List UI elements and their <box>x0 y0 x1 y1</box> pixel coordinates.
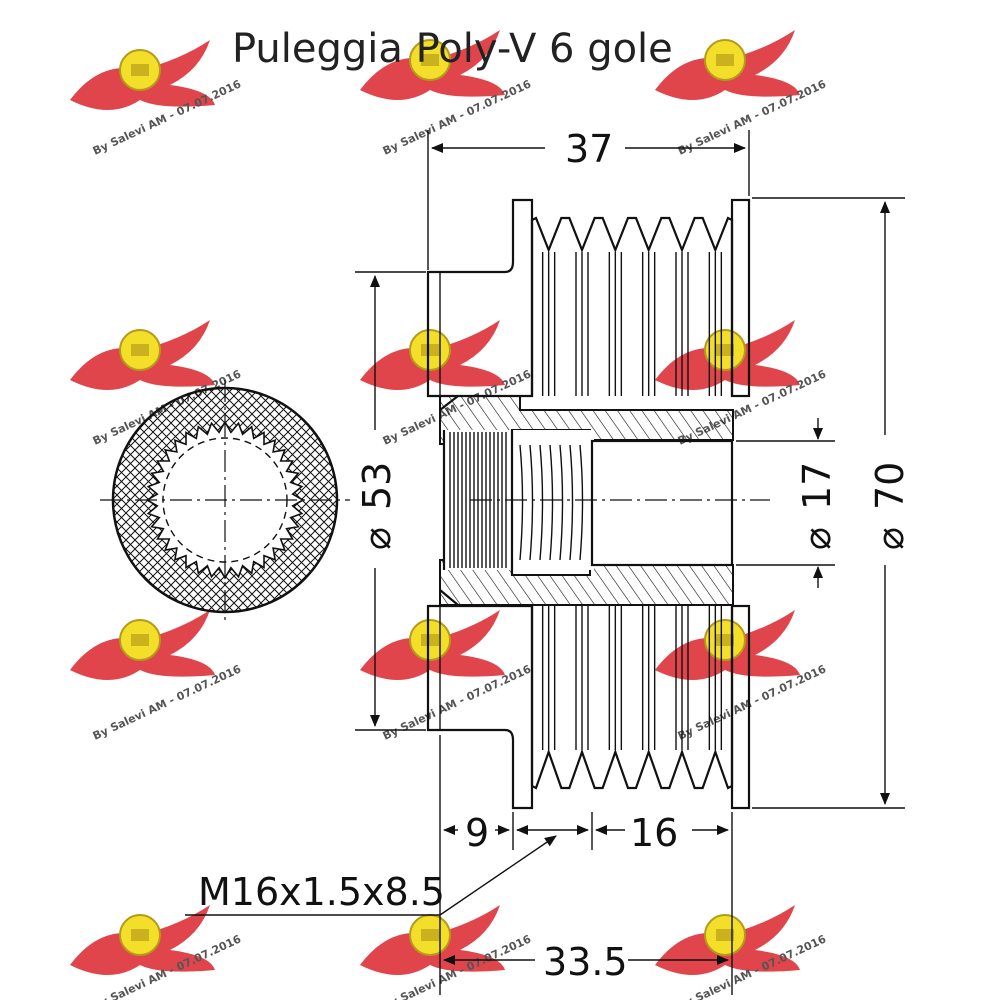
dim-length-16: 16 <box>630 811 678 855</box>
drawing-title: Puleggia Poly-V 6 gole <box>232 26 673 72</box>
dim-diameter-70: 70 <box>868 462 912 510</box>
internal-thread <box>519 444 584 561</box>
groove-lines-top <box>541 252 723 396</box>
thread-line <box>519 444 524 561</box>
dim-diameter-17-symbol: ⌀ <box>795 527 839 550</box>
dimension-lines: 37 ⌀ 70 ⌀ 17 ⌀ 53 <box>185 127 912 995</box>
dim-diameter-70-symbol: ⌀ <box>868 527 912 550</box>
dim-diameter-17: 17 <box>795 462 839 510</box>
dim-length-33-5: 33.5 <box>543 940 628 984</box>
thread-line <box>529 444 534 561</box>
dim-width-37: 37 <box>565 127 613 171</box>
dim-diameter-53: 53 <box>355 462 399 510</box>
groove-lines-bottom <box>541 606 723 750</box>
poly-v-grooves-bottom <box>530 606 734 790</box>
thread-line <box>549 444 554 561</box>
dim-diameter-53-symbol: ⌀ <box>355 527 399 550</box>
poly-v-grooves-top <box>530 216 734 396</box>
dim-length-9: 9 <box>465 811 489 855</box>
thread-line <box>569 444 574 561</box>
thread-callout: M16x1.5x8.5 <box>198 870 445 914</box>
thread-line <box>579 444 584 561</box>
end-view <box>100 380 350 625</box>
thread-line <box>539 444 544 561</box>
pulley-side-view <box>426 198 770 810</box>
thread-line <box>559 444 564 561</box>
